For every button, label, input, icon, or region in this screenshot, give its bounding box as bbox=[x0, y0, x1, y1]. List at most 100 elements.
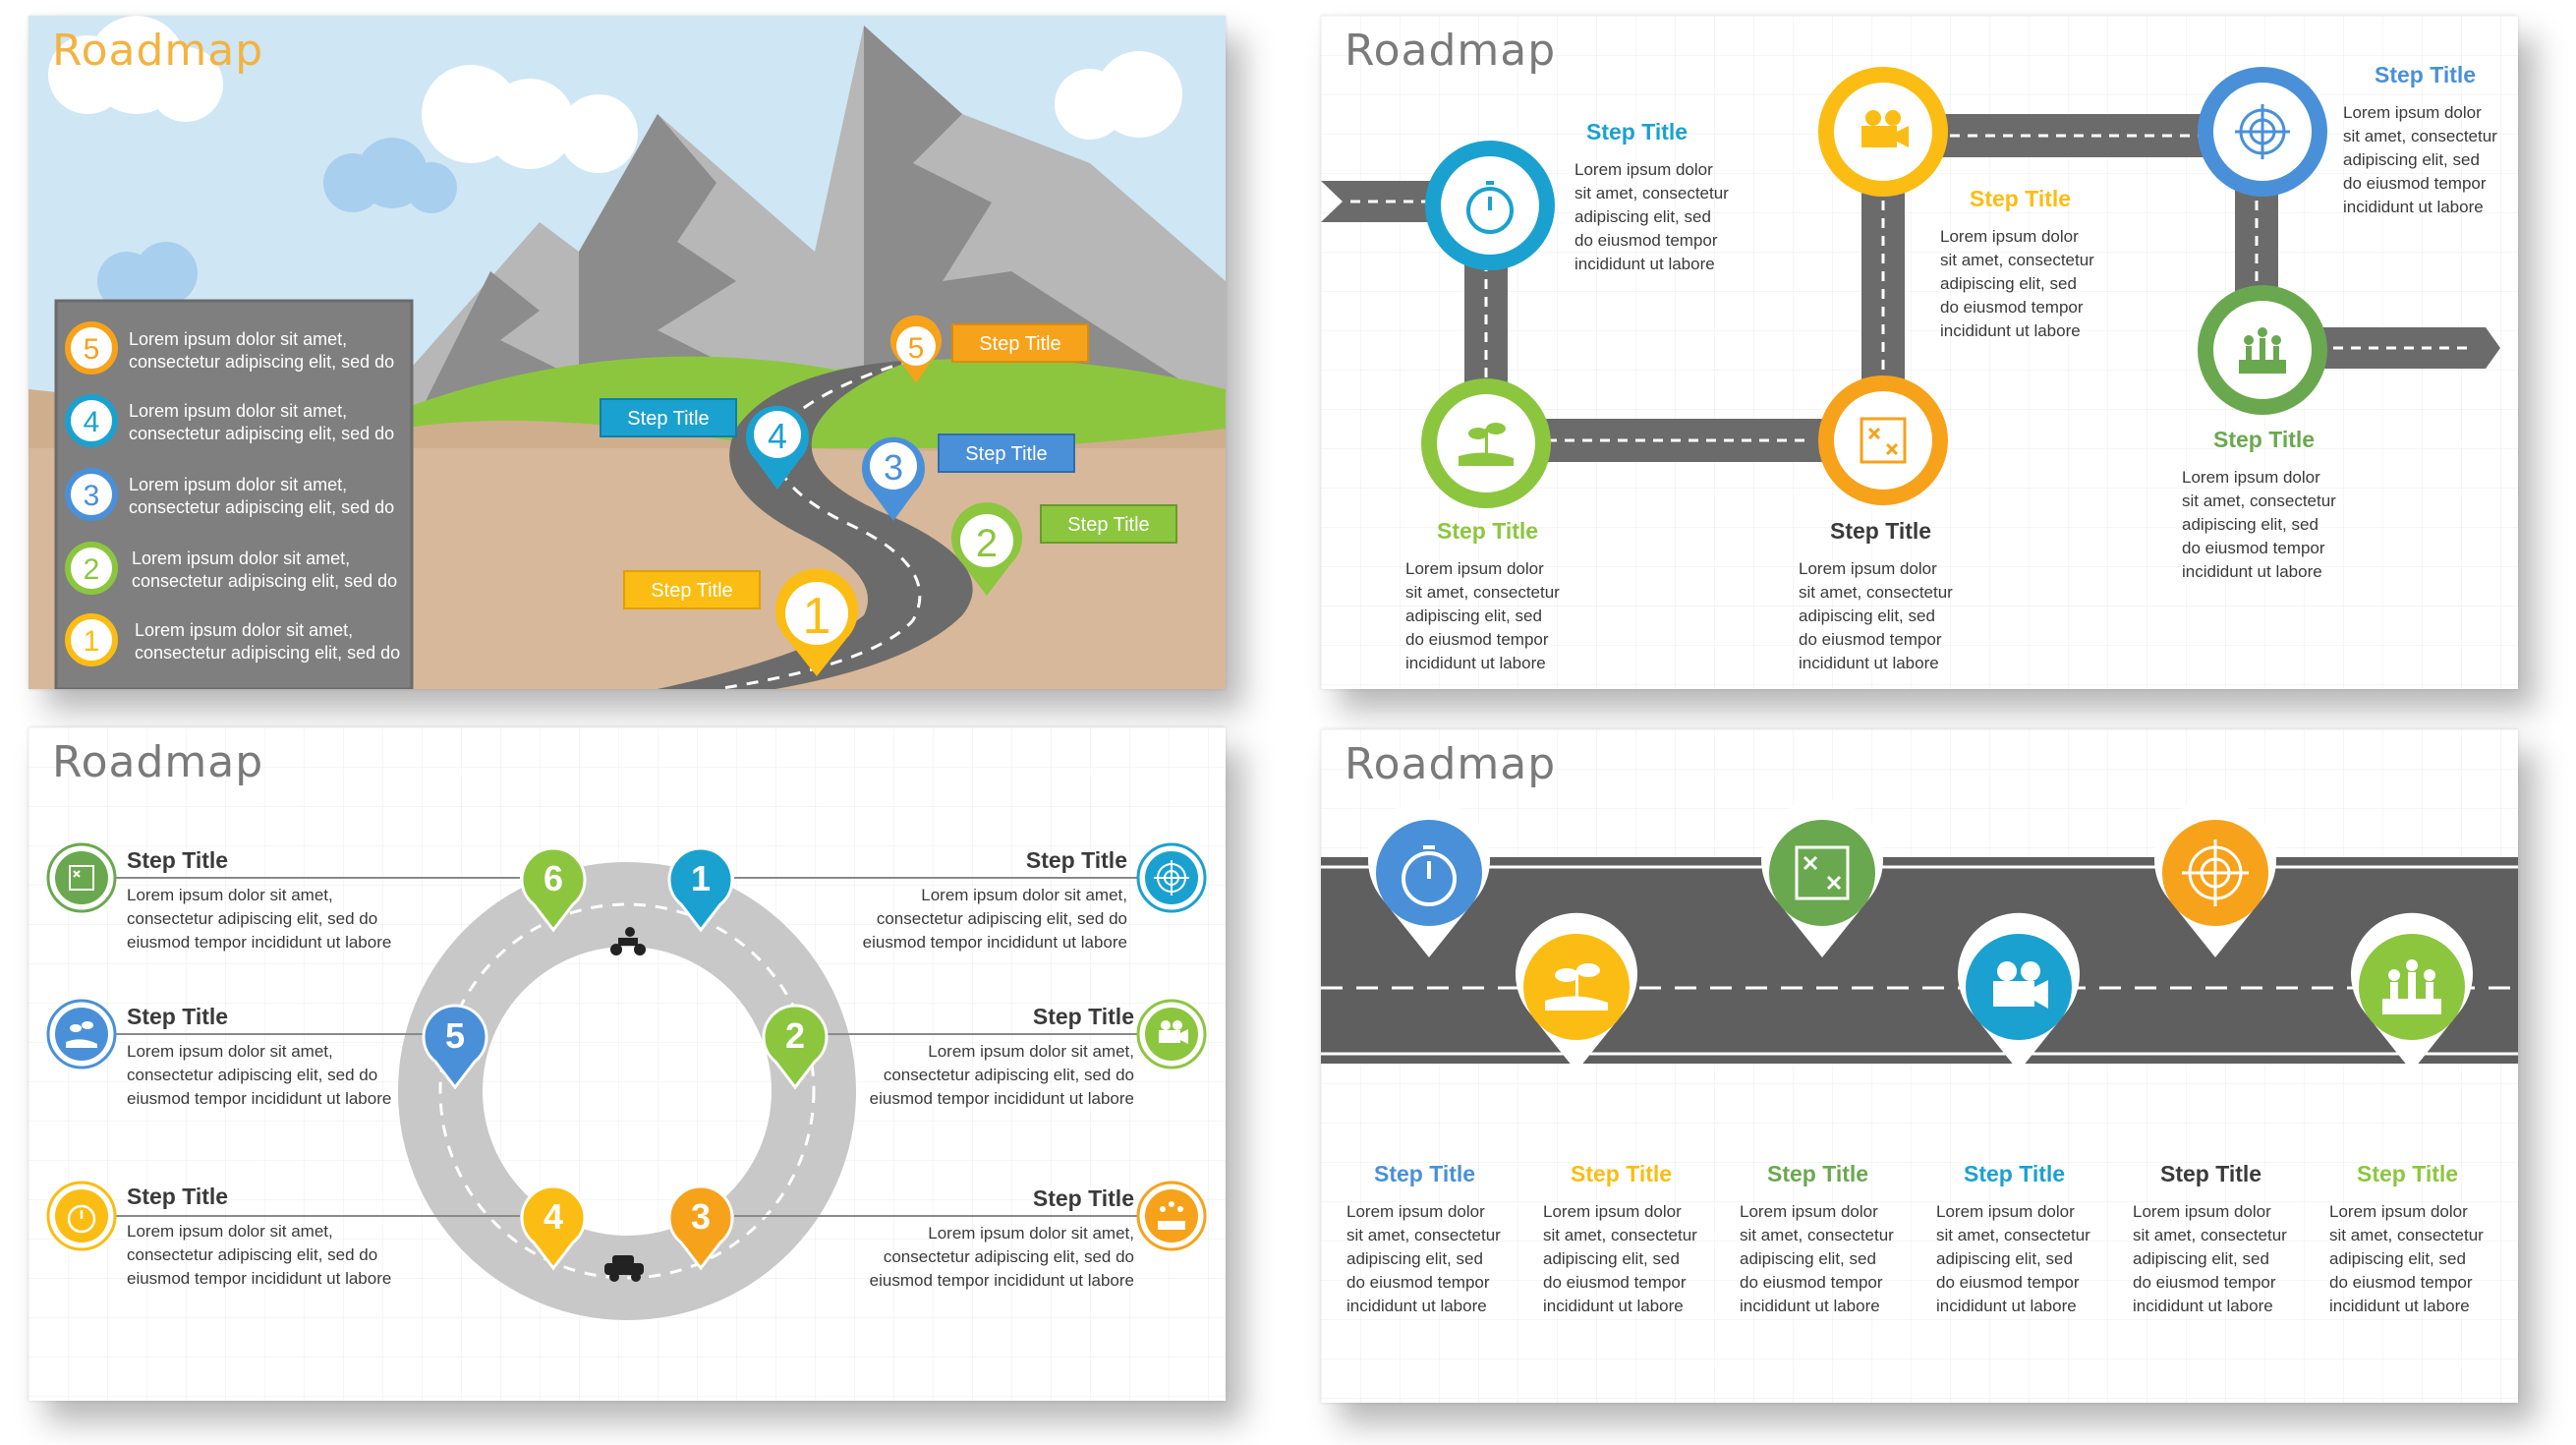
svg-text:Lorem ipsum dolor: Lorem ipsum dolor bbox=[1740, 1202, 1878, 1221]
svg-text:Lorem ipsum dolor sit amet,: Lorem ipsum dolor sit amet, bbox=[928, 1042, 1134, 1061]
svg-text:Step Title: Step Title bbox=[2213, 427, 2315, 452]
svg-text:adipiscing elit, sed: adipiscing elit, sed bbox=[1936, 1249, 2073, 1268]
svg-text:incididunt ut labore: incididunt ut labore bbox=[2329, 1297, 2470, 1315]
text-block-target: Step Title Lorem ipsum dolor sit amet, c… bbox=[2343, 62, 2497, 216]
pin-1: 1 bbox=[667, 846, 734, 933]
svg-text:5: 5 bbox=[908, 332, 925, 365]
svg-text:do eiusmod tempor: do eiusmod tempor bbox=[1936, 1273, 2080, 1292]
svg-text:6: 6 bbox=[544, 858, 563, 898]
marker-1: 1 Step Title bbox=[623, 568, 858, 676]
svg-text:Step Title: Step Title bbox=[1970, 186, 2071, 211]
circular-road-diagram: 6 1 5 2 4 3 bbox=[46, 842, 1207, 1320]
svg-text:Step Title: Step Title bbox=[2160, 1161, 2261, 1186]
svg-text:consectetur adipiscing elit, s: consectetur adipiscing elit, sed do bbox=[127, 909, 377, 928]
text-block-strategy-board: Step Title Lorem ipsum dolor sit amet, c… bbox=[1799, 518, 1953, 672]
svg-text:sit amet, consectetur: sit amet, consectetur bbox=[1936, 1226, 2090, 1244]
svg-text:Lorem ipsum dolor sit amet,: Lorem ipsum dolor sit amet, bbox=[127, 886, 333, 904]
stopwatch-icon bbox=[67, 1204, 96, 1234]
svg-text:adipiscing elit, sed: adipiscing elit, sed bbox=[2133, 1249, 2269, 1268]
svg-text:Step Title: Step Title bbox=[127, 1184, 228, 1209]
ring-road bbox=[398, 862, 856, 1320]
slide-mountain-roadmap: 5 Lorem ipsum dolor sit amet, consectetu… bbox=[29, 16, 1226, 689]
legend-item-5: 5 Lorem ipsum dolor sit amet, consectetu… bbox=[65, 321, 394, 375]
highway bbox=[1321, 857, 2518, 1064]
slide-title: Roadmap bbox=[52, 737, 264, 787]
svg-text:incididunt ut labore: incididunt ut labore bbox=[2182, 562, 2322, 581]
svg-text:Step Title: Step Title bbox=[979, 333, 1060, 355]
podium-icon bbox=[1158, 1201, 1185, 1230]
svg-text:Step Title: Step Title bbox=[651, 580, 732, 602]
svg-text:do eiusmod tempor: do eiusmod tempor bbox=[1543, 1273, 1687, 1292]
svg-text:incididunt ut labore: incididunt ut labore bbox=[1799, 654, 1939, 672]
svg-text:sit amet, consectetur: sit amet, consectetur bbox=[2182, 491, 2336, 510]
svg-text:adipiscing elit, sed: adipiscing elit, sed bbox=[1940, 274, 2077, 293]
svg-text:adipiscing elit, sed: adipiscing elit, sed bbox=[1543, 1249, 1680, 1268]
video-camera-icon bbox=[1861, 110, 1909, 147]
hand-plant-icon bbox=[66, 1021, 97, 1048]
text-block-video-camera: Step Title Lorem ipsum dolor sit amet, c… bbox=[1940, 186, 2094, 340]
svg-text:Step Title: Step Title bbox=[127, 1004, 228, 1029]
svg-text:do eiusmod tempor: do eiusmod tempor bbox=[2343, 174, 2487, 193]
svg-text:consectetur adipiscing elit, s: consectetur adipiscing elit, sed do bbox=[129, 497, 394, 517]
svg-text:Lorem ipsum dolor: Lorem ipsum dolor bbox=[1346, 1202, 1485, 1221]
svg-text:Step Title: Step Title bbox=[1571, 1161, 1672, 1186]
svg-text:adipiscing elit, sed: adipiscing elit, sed bbox=[2182, 515, 2318, 534]
svg-text:sit amet, consectetur: sit amet, consectetur bbox=[1405, 583, 1560, 602]
svg-text:Lorem ipsum dolor: Lorem ipsum dolor bbox=[1940, 227, 2079, 246]
svg-text:Lorem ipsum dolor: Lorem ipsum dolor bbox=[1936, 1202, 2075, 1221]
svg-text:incididunt ut labore: incididunt ut labore bbox=[1740, 1297, 1880, 1315]
svg-text:Step Title: Step Title bbox=[1767, 1161, 1868, 1186]
svg-text:5: 5 bbox=[84, 333, 100, 366]
pin-2: 2 bbox=[762, 1004, 829, 1090]
svg-text:do eiusmod tempor: do eiusmod tempor bbox=[1574, 231, 1718, 250]
svg-text:Step Title: Step Title bbox=[1033, 1004, 1134, 1029]
text-left-1: Step Title Lorem ipsum dolor sit amet, c… bbox=[127, 847, 391, 952]
svg-text:1: 1 bbox=[691, 858, 711, 898]
stopwatch-icon bbox=[1402, 845, 1457, 906]
pin-target bbox=[2154, 798, 2276, 957]
marker-2: 2 Step Title bbox=[950, 502, 1177, 596]
svg-text:Step Title: Step Title bbox=[627, 408, 709, 430]
svg-text:consectetur adipiscing elit, s: consectetur adipiscing elit, sed do bbox=[877, 909, 1127, 928]
svg-text:Lorem ipsum dolor sit amet,: Lorem ipsum dolor sit amet, bbox=[127, 1222, 333, 1241]
pin-strategy-board bbox=[1761, 798, 1883, 957]
svg-text:Lorem ipsum dolor sit amet,: Lorem ipsum dolor sit amet, bbox=[127, 1042, 333, 1061]
svg-text:incididunt ut labore: incididunt ut labore bbox=[1940, 321, 2081, 340]
svg-text:Step Title: Step Title bbox=[1026, 847, 1127, 873]
svg-text:3: 3 bbox=[884, 447, 903, 488]
svg-text:eiusmod tempor incididunt ut l: eiusmod tempor incididunt ut labore bbox=[863, 933, 1127, 952]
svg-text:consectetur adipiscing elit, s: consectetur adipiscing elit, sed do bbox=[129, 352, 394, 372]
svg-text:adipiscing elit, sed: adipiscing elit, sed bbox=[1405, 607, 1542, 625]
svg-text:Lorem ipsum dolor: Lorem ipsum dolor bbox=[2182, 468, 2320, 487]
svg-text:4: 4 bbox=[768, 416, 787, 456]
svg-text:4: 4 bbox=[84, 406, 100, 438]
svg-text:sit amet, consectetur: sit amet, consectetur bbox=[1346, 1226, 1501, 1244]
node-target bbox=[2198, 67, 2327, 197]
car-icon bbox=[604, 1255, 644, 1282]
svg-text:sit amet, consectetur: sit amet, consectetur bbox=[2133, 1226, 2287, 1244]
svg-text:sit amet, consectetur: sit amet, consectetur bbox=[1740, 1226, 1894, 1244]
svg-text:do eiusmod tempor: do eiusmod tempor bbox=[1346, 1273, 1490, 1292]
svg-text:Step Title: Step Title bbox=[1067, 514, 1149, 536]
svg-text:consectetur adipiscing elit, s: consectetur adipiscing elit, sed do bbox=[135, 643, 400, 663]
pin-5: 5 bbox=[422, 1004, 488, 1090]
svg-text:Lorem ipsum dolor sit amet,: Lorem ipsum dolor sit amet, bbox=[129, 329, 347, 349]
svg-text:Lorem ipsum dolor: Lorem ipsum dolor bbox=[1574, 160, 1713, 179]
slide-title: Roadmap bbox=[1345, 739, 1557, 789]
svg-text:incididunt ut labore: incididunt ut labore bbox=[1574, 255, 1715, 273]
svg-text:eiusmod tempor incididunt ut l: eiusmod tempor incididunt ut labore bbox=[870, 1271, 1134, 1290]
svg-text:Step Title: Step Title bbox=[1586, 119, 1688, 144]
slide-title: Roadmap bbox=[1345, 26, 1557, 76]
svg-text:incididunt ut labore: incididunt ut labore bbox=[1405, 654, 1546, 672]
svg-text:eiusmod tempor incididunt ut l: eiusmod tempor incididunt ut labore bbox=[870, 1089, 1134, 1108]
svg-text:do eiusmod tempor: do eiusmod tempor bbox=[1405, 630, 1549, 649]
svg-text:Lorem ipsum dolor sit amet,: Lorem ipsum dolor sit amet, bbox=[129, 401, 347, 421]
svg-text:consectetur adipiscing elit, s: consectetur adipiscing elit, sed do bbox=[132, 571, 397, 591]
svg-text:sit amet, consectetur: sit amet, consectetur bbox=[2343, 127, 2497, 145]
pin-3: 3 bbox=[667, 1185, 734, 1271]
text-col-4: Step Title Lorem ipsum dolor sit amet, c… bbox=[1936, 1161, 2090, 1315]
strategy-board-icon bbox=[1860, 417, 1907, 464]
text-block-stopwatch: Step Title Lorem ipsum dolor sit amet, c… bbox=[1574, 119, 1729, 273]
svg-text:adipiscing elit, sed: adipiscing elit, sed bbox=[2329, 1249, 2466, 1268]
svg-text:adipiscing elit, sed: adipiscing elit, sed bbox=[1346, 1249, 1483, 1268]
